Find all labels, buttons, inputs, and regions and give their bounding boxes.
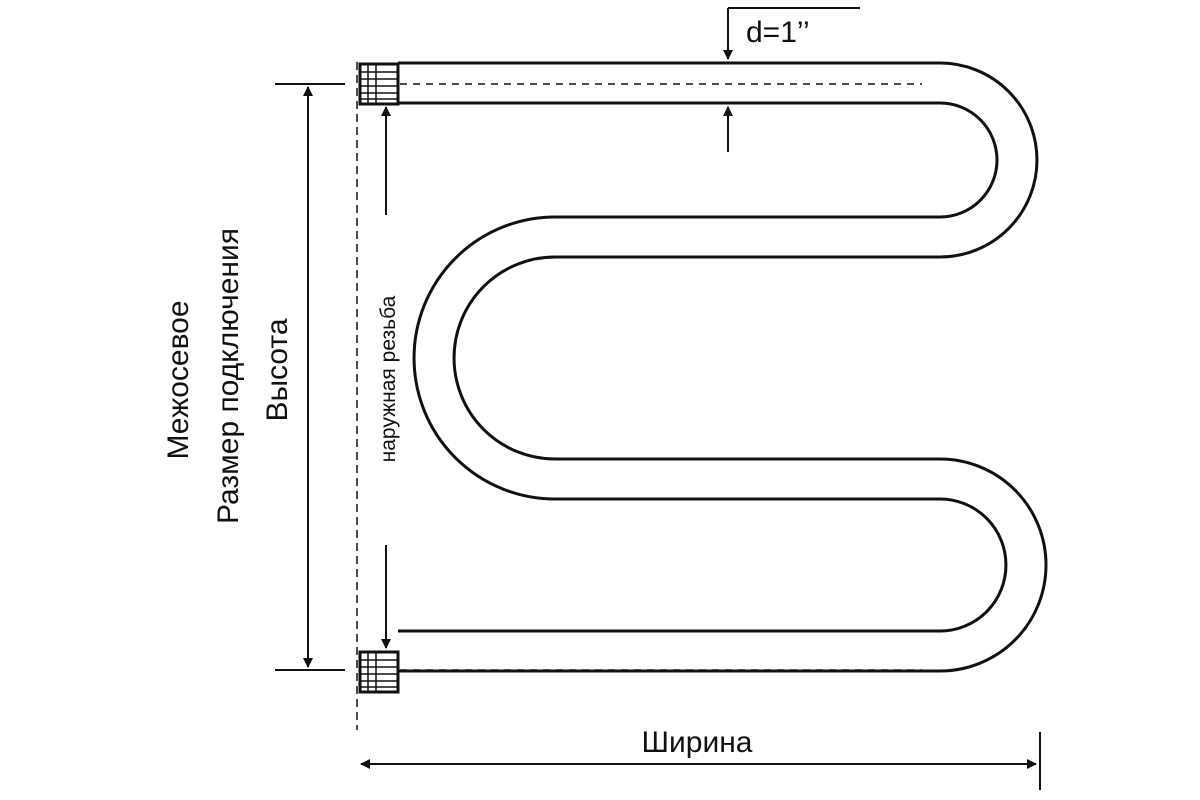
side-label-height: Высота (261, 318, 294, 421)
tube-inner-wall (398, 101, 1008, 633)
side-label-center-distance: Межосевое (162, 300, 195, 459)
side-label-connection-size: Размер подключения (212, 228, 245, 524)
external-thread-label: наружная резьба (377, 295, 400, 462)
diameter-dimension (723, 7, 860, 152)
width-dimension (360, 732, 1041, 790)
tube-outer-wall (398, 61, 1048, 673)
width-label: Ширина (642, 726, 753, 759)
height-dimension (275, 83, 345, 671)
diameter-label: d=1’’ (746, 16, 810, 49)
tube-centerlines (400, 83, 922, 671)
top-threaded-fitting (358, 62, 400, 106)
bottom-threaded-fitting (358, 650, 400, 694)
m-shaped-tube (398, 61, 1048, 673)
